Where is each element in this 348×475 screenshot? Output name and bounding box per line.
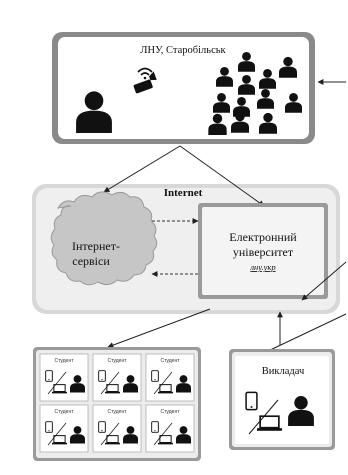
university-line1: Електронний: [229, 230, 297, 244]
student-tile-label: Студент: [160, 358, 180, 364]
external-line-bottom: [265, 313, 347, 353]
student-tile-divider: [100, 422, 120, 446]
electronic-university-box: Електронний університет лну.укр: [198, 203, 328, 299]
student-tile-label: Студент: [107, 409, 127, 415]
cloud-label-line2: сервіси: [72, 254, 110, 268]
student-tile: Студент: [145, 404, 195, 453]
campus-title: ЛНУ, Старобільськ: [140, 45, 226, 56]
student-tile: Студент: [145, 353, 195, 402]
cloud-label-line1: Інтернет-: [72, 239, 120, 253]
university-line2: університет: [233, 245, 294, 259]
campus-box: ЛНУ, Старобільськ: [52, 32, 315, 144]
university-link[interactable]: лну.укр: [249, 262, 275, 272]
internet-services-cloud: Інтернет- сервіси: [50, 191, 158, 286]
student-tile-label: Студент: [160, 409, 180, 415]
student-tile-divider: [47, 422, 67, 446]
student-tile: Студент: [92, 353, 142, 402]
student-tile-label: Студент: [107, 358, 127, 364]
arrow-campus-to-cloud: [103, 145, 181, 193]
internet-title: Internet: [164, 187, 203, 199]
teacher-label: Викладач: [262, 366, 305, 377]
university-box-inner: [202, 207, 324, 295]
student-tile: Студент: [92, 404, 142, 453]
student-tile-divider: [153, 371, 173, 395]
student-tile: Студент: [39, 404, 89, 453]
student-tile-label: Студент: [54, 409, 74, 415]
teacher-block: Викладач: [229, 349, 335, 450]
student-tile-label: Студент: [54, 358, 74, 364]
student-tile-divider: [153, 422, 173, 446]
student-tile: Студент: [39, 353, 89, 402]
arrow-campus-to-university: [179, 145, 265, 207]
arrow-students-to-internet: [107, 308, 211, 348]
student-tile-divider: [100, 371, 120, 395]
external-arrow-internet: [301, 261, 347, 301]
camera-icon: [133, 67, 157, 94]
student-tile-divider: [47, 371, 67, 395]
